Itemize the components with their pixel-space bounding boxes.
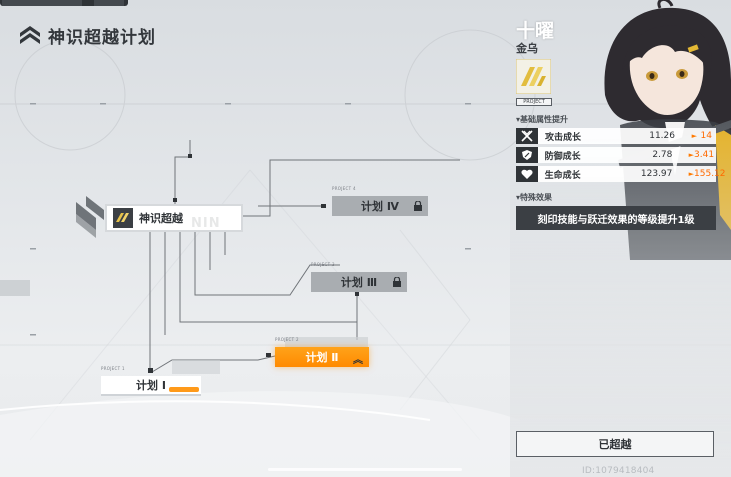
left-edge-panel [0,280,30,296]
project-tag: PROJECT 4 [332,186,356,191]
transcend-logo-icon [20,26,40,44]
project-node-4[interactable]: PROJECT 4 计划 Ⅳ [332,186,428,216]
stat-row-health: 生命成长 123.97 ► 155.12 [516,166,726,182]
base-stats-label: ▾基础属性提升 [516,115,569,124]
character-emblem-icon [516,59,551,94]
gold-emblem-icon [113,208,133,228]
top-tab-strip [0,0,128,6]
project-node-3[interactable]: PROJECT 3 计划 Ⅲ [311,262,407,292]
stat-row-defense: 防御成长 2.78 ► 3.41 [516,147,716,163]
increase-arrow-icon: ► [688,151,695,159]
health-icon [516,166,538,182]
special-effect-box: 刻印技能与跃迁效果的等级提升1级 [516,206,716,230]
stat-new-value: 155.12 [694,169,726,179]
project-node-2[interactable]: PROJECT 2 计划 Ⅱ ︽ [275,337,369,367]
completed-badge-icon [169,387,199,392]
increase-arrow-icon: ► [691,132,697,140]
page-title-text: 神识超越计划 [48,27,156,48]
project-label: 计划 Ⅲ [340,276,378,289]
page-title: 神识超越计划 [18,22,156,48]
lock-icon [414,201,422,211]
stat-name: 防御成长 [544,151,581,162]
project-node-1[interactable]: PROJECT 1 计划 Ⅰ [101,366,201,396]
character-name: 十曜 [516,20,555,42]
transcended-button[interactable]: 已超越 [516,431,714,457]
lock-icon [393,277,401,287]
project-tag-badge: PROJECT [516,98,552,106]
main-transcend-node[interactable]: 神识超越 NIN [105,204,243,232]
main-node-watermark: NIN [191,216,221,231]
stat-new-value: 3.41 [694,150,715,160]
project-label: 计划 Ⅳ [361,200,399,213]
stat-value: 123.97 [640,169,673,179]
attack-icon [516,128,538,144]
stat-row-attack: 攻击成长 11.26 ► 14 [516,128,716,144]
increase-arrow-icon: ► [688,170,695,178]
project-tag: PROJECT 1 [101,366,125,371]
special-effect-label: ▾特殊效果 [516,193,553,202]
project-tag: PROJECT 3 [311,262,335,267]
stat-value: 2.78 [652,150,673,160]
project-tag: PROJECT 2 [275,337,299,342]
upgrade-chevron-icon: ︽ [353,355,363,366]
project-label: 计划 Ⅰ [136,379,166,392]
project-label: 计划 Ⅱ [305,351,339,364]
stat-new-value: 14 [700,131,712,141]
main-node-label: 神识超越 [139,212,183,225]
stat-name: 生命成长 [544,170,581,181]
home-indicator-bar[interactable] [268,468,462,471]
stat-name: 攻击成长 [545,132,582,143]
character-subtitle: 金乌 [516,42,538,55]
stat-value: 11.26 [649,131,675,141]
player-id: ID:1079418404 [582,466,655,476]
defense-icon [516,147,538,163]
